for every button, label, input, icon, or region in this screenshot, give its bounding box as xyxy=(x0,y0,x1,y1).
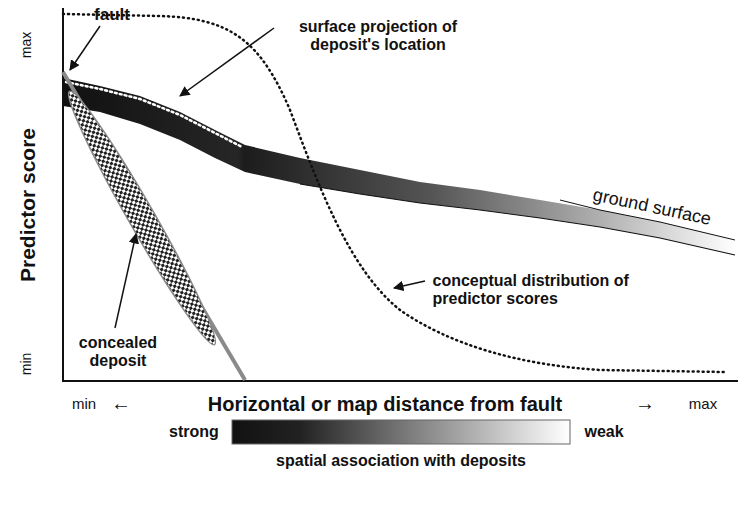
deposit-label: concealed deposit xyxy=(63,334,173,371)
leader-line xyxy=(115,234,136,328)
ground-band xyxy=(63,78,735,255)
predictor-curve xyxy=(63,14,725,372)
axis-tick-label: max xyxy=(689,395,717,412)
y-axis xyxy=(62,8,64,382)
curve-label: conceptual distribution of predictor sco… xyxy=(433,272,638,309)
legend-end-label: strong xyxy=(169,423,219,441)
axis-title: Predictor score xyxy=(16,128,40,282)
fault-label: fault xyxy=(94,5,130,25)
legend-gradient xyxy=(232,420,570,444)
axis-title: Horizontal or map distance from fault xyxy=(208,393,562,416)
axis-tick-label: max xyxy=(18,32,34,58)
ground-surface-line xyxy=(300,184,735,255)
axis-tick-label: min xyxy=(72,395,96,412)
x-axis xyxy=(62,380,738,382)
legend-end-label: weak xyxy=(584,423,623,441)
legend-title: spatial association with deposits xyxy=(276,452,526,470)
callout-label: surface projection of deposit's location xyxy=(278,18,478,55)
axis-tick-label: min xyxy=(18,353,34,376)
axis-arrow: ← xyxy=(111,392,131,415)
leader-line xyxy=(70,26,100,70)
leader-line xyxy=(180,28,274,96)
deposit-lens xyxy=(58,85,226,351)
axis-arrow: → xyxy=(635,392,655,415)
leader-line xyxy=(394,281,425,288)
